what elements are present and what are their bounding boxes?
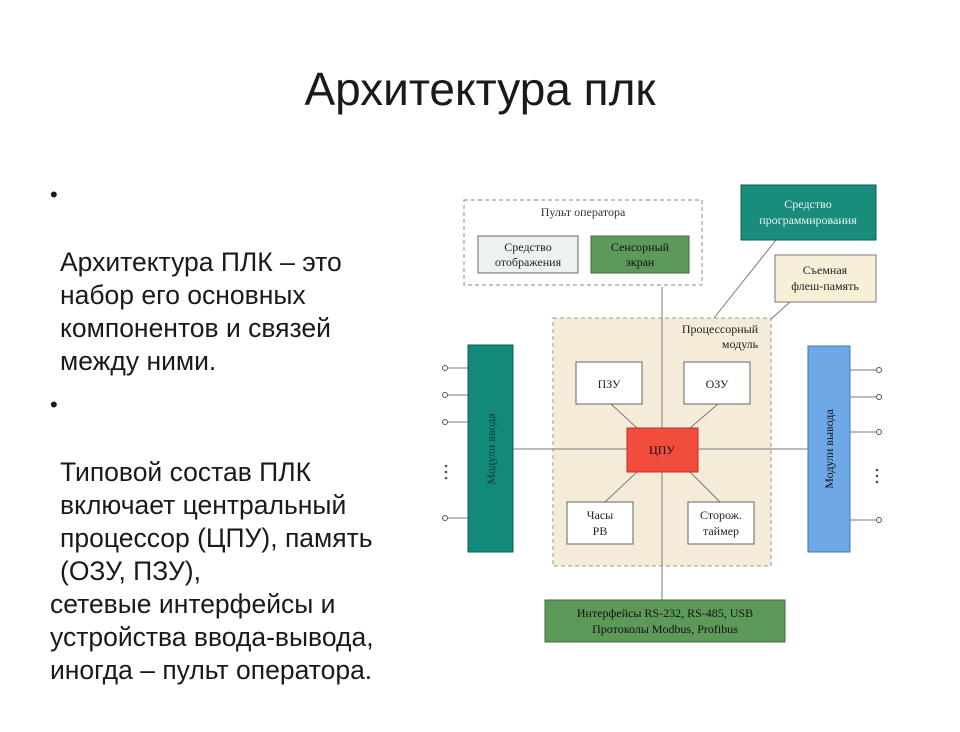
- svg-text:ЦПУ: ЦПУ: [649, 443, 675, 457]
- clock-box: Часы РВ: [566, 501, 634, 545]
- bullet-item: • Архитектура ПЛК – это набор его основн…: [50, 180, 450, 378]
- slide-title: Архитектура плк: [304, 63, 656, 115]
- bullet-list: • Архитектура ПЛК – это набор его основн…: [50, 180, 450, 732]
- operator-panel: Пульт оператора Средство отображения Сен…: [463, 199, 703, 286]
- ellipsis-icon: [444, 464, 879, 484]
- touch-screen-box: [590, 235, 690, 274]
- svg-text:Модули вывода: Модули вывода: [822, 409, 836, 489]
- bullet-text: Типовой состав ПЛК включает центральный …: [60, 457, 373, 586]
- svg-text:таймер: таймер: [703, 524, 739, 538]
- programming-tool-box: Средство программирования: [740, 184, 877, 241]
- svg-text:Сенсорный: Сенсорный: [611, 240, 670, 254]
- operator-panel-label: Пульт оператора: [541, 205, 626, 219]
- svg-text:Часы: Часы: [587, 508, 614, 522]
- ram-box: ОЗУ: [683, 361, 751, 405]
- bullet-item: • Типовой состав ПЛК включает центральны…: [50, 390, 450, 720]
- rom-box: ПЗУ: [575, 361, 643, 405]
- output-modules-box: Модули вывода: [807, 345, 851, 553]
- terminal-markers: [442, 365, 882, 523]
- svg-text:отображения: отображения: [495, 255, 562, 269]
- svg-text:Съемная: Съемная: [803, 263, 848, 277]
- svg-text:Модули ввода: Модули ввода: [484, 413, 498, 485]
- interfaces-box: Интерфейсы RS-232, RS-485, USB Протоколы…: [544, 599, 786, 643]
- bullet-text: Архитектура ПЛК – это набор его основных…: [60, 247, 342, 376]
- cpu-box: ЦПУ: [626, 427, 699, 473]
- svg-text:модуль: модуль: [722, 337, 759, 351]
- flash-memory-box: Съемная флеш-память: [774, 254, 877, 303]
- watchdog-box: Сторож. таймер: [687, 501, 755, 545]
- bullet-continuation: сетевые интерфейсы и устройства ввода-вы…: [50, 589, 374, 685]
- input-modules-box: Модули ввода: [467, 344, 514, 553]
- svg-text:экран: экран: [626, 255, 655, 269]
- svg-text:Процессорный: Процессорный: [682, 322, 759, 336]
- svg-text:РВ: РВ: [593, 524, 608, 538]
- display-box: [477, 235, 579, 274]
- bullet-dot-icon: •: [50, 392, 58, 417]
- svg-text:Средство: Средство: [784, 197, 831, 211]
- svg-text:Сторож.: Сторож.: [700, 508, 742, 522]
- svg-text:программирования: программирования: [759, 213, 857, 227]
- bullet-dot-icon: •: [50, 182, 58, 207]
- svg-text:ОЗУ: ОЗУ: [706, 377, 729, 391]
- svg-text:флеш-память: флеш-память: [791, 279, 859, 293]
- svg-text:Средство: Средство: [504, 240, 551, 254]
- svg-text:Интерфейсы RS-232, RS-485, USB: Интерфейсы RS-232, RS-485, USB: [577, 606, 753, 620]
- svg-text:ПЗУ: ПЗУ: [598, 377, 621, 391]
- svg-text:Протоколы Modbus, Profibus: Протоколы Modbus, Profibus: [592, 622, 738, 636]
